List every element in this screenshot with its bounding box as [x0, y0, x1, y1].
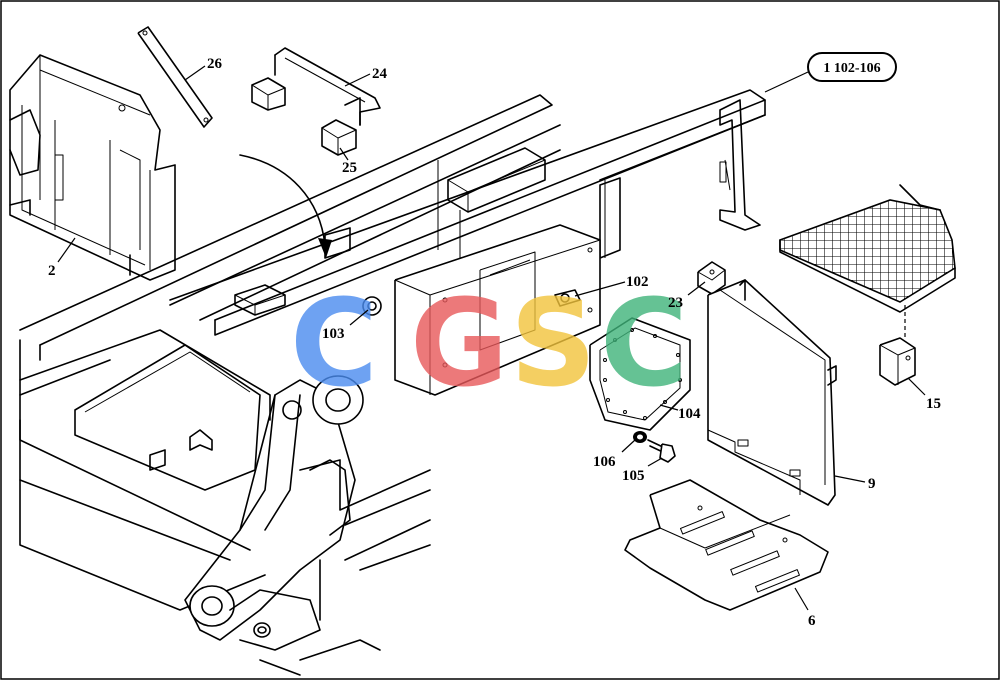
part-105-bolt [647, 439, 676, 463]
grating-panel [779, 184, 956, 340]
part-15-latch [879, 337, 916, 386]
leader-lines [57, 65, 926, 611]
part-6-floor-plate [624, 479, 829, 611]
main-frame [19, 89, 766, 676]
watermark-logo: C G S C [290, 275, 688, 414]
watermark-letter-2: G [410, 275, 509, 414]
callout-23: 23 [668, 295, 683, 311]
part-26-bar [137, 26, 213, 128]
part-106-washer [633, 431, 647, 443]
watermark-letter-1: C [290, 275, 378, 414]
reference-label-text: 1 102-106 [823, 61, 880, 76]
reference-label: 1 102-106 [807, 52, 897, 82]
direction-arrow [239, 154, 332, 258]
part-9-side-panel [707, 279, 837, 506]
callout-24: 24 [372, 66, 388, 82]
part-23-bracket [697, 261, 726, 295]
callout-103: 103 [322, 326, 345, 342]
callout-labels: 2 26 24 25 102 103 23 104 106 105 15 9 6 [48, 56, 941, 629]
watermark-letter-3: S [510, 275, 596, 414]
callout-2: 2 [48, 263, 56, 279]
callout-25: 25 [342, 160, 357, 176]
callout-26: 26 [207, 56, 223, 72]
part-25-bracket [321, 119, 357, 156]
callout-9: 9 [868, 476, 876, 492]
callout-6: 6 [808, 613, 816, 629]
part-2-cooler [9, 54, 176, 281]
watermark-letter-4: C [600, 275, 688, 414]
callout-105: 105 [622, 468, 645, 484]
callout-106: 106 [593, 454, 616, 470]
callout-104: 104 [678, 406, 701, 422]
part-104-cover [589, 317, 691, 431]
callout-15: 15 [926, 396, 941, 412]
part-24-bracket [251, 47, 381, 126]
callout-102: 102 [626, 274, 649, 290]
part-102-fitting [554, 289, 581, 307]
center-service-panel [394, 224, 601, 396]
